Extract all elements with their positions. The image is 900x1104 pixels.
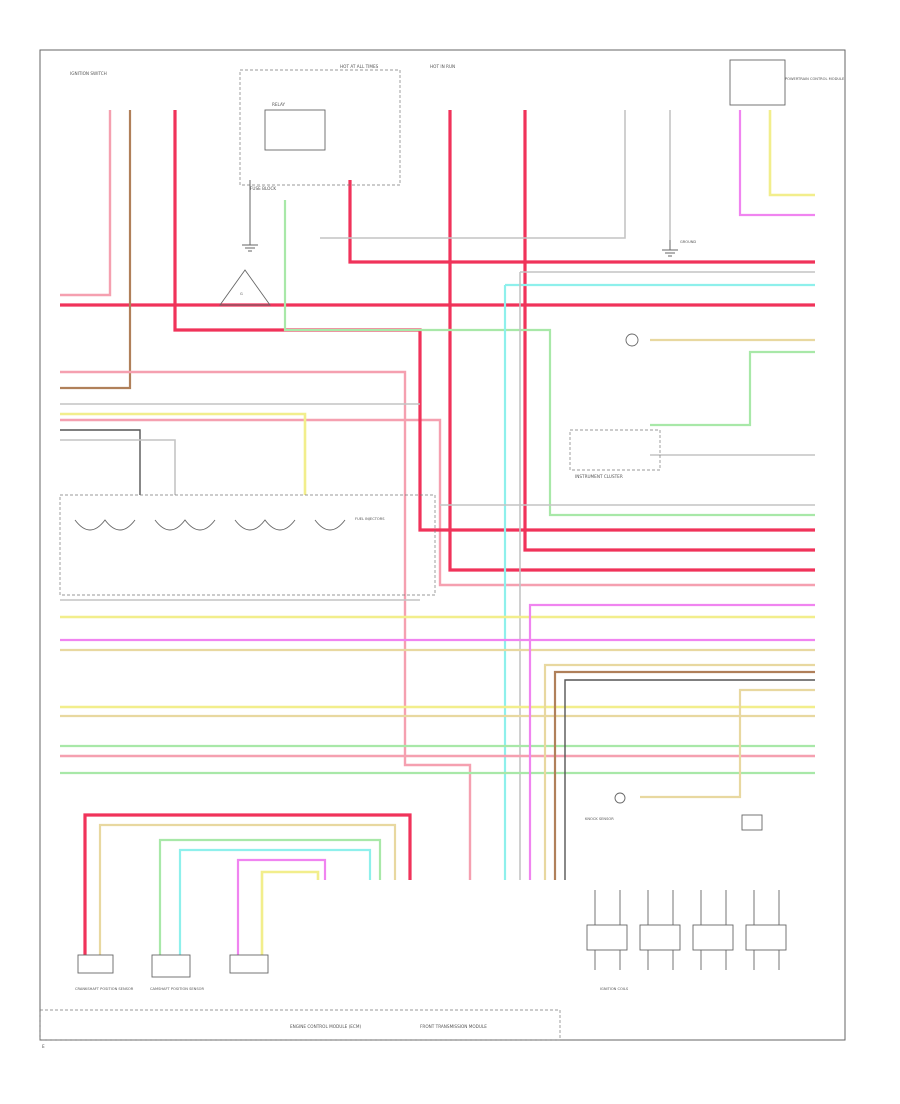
wire-red-l <box>173 110 815 532</box>
lower-right-sensor <box>741 814 763 831</box>
wire-violet-3 <box>738 110 815 217</box>
sensor-3 <box>229 954 269 974</box>
wire-violet-2 <box>528 603 815 880</box>
wire-yellow-5 <box>260 870 320 955</box>
ground-symbol-2 <box>242 244 258 252</box>
label-knock-sensor: KNOCK SENSOR <box>585 817 614 821</box>
wire-red-3 <box>523 110 815 552</box>
label-powertrain: POWERTRAIN CONTROL MODULE <box>785 77 845 81</box>
label-crankshaft: CRANKSHAFT POSITION SENSOR <box>75 987 134 991</box>
splice-triangle <box>219 269 271 306</box>
sensor-1 <box>77 954 114 974</box>
wire-brown-2 <box>553 670 815 880</box>
label-ground: GROUND <box>680 240 696 244</box>
wire-tan-3 <box>543 663 815 880</box>
cluster-indicator <box>625 333 639 347</box>
label-g: G <box>240 292 243 296</box>
label-fuel-injectors: FUEL INJECTORS <box>355 517 385 521</box>
ground-symbol <box>662 249 678 257</box>
wire-green-vert <box>283 200 815 517</box>
components <box>39 59 787 1041</box>
wire-dark-2 <box>564 679 815 880</box>
wire-green-4 <box>650 350 815 427</box>
relay-box <box>264 109 326 151</box>
injectors <box>74 519 346 531</box>
fuse-block-top <box>239 69 401 186</box>
footer-center: FRONT TRANSMISSION MODULE <box>420 1024 487 1029</box>
label-hot-all-times: HOT AT ALL TIMES <box>340 64 379 69</box>
wire-pink-2 <box>60 418 815 587</box>
label-instrument-cluster: INSTRUMENT CLUSTER <box>575 474 623 479</box>
wire-gray-1 <box>519 271 815 880</box>
lower-switch <box>614 792 626 804</box>
wire-yellow-4 <box>768 110 815 197</box>
wire-gray-3 <box>60 439 176 495</box>
wire-dark-1 <box>60 429 141 495</box>
label-camshaft: CAMSHAFT POSITION SENSOR <box>150 987 204 991</box>
cluster-box <box>569 429 661 471</box>
wire-red-4 <box>83 813 412 955</box>
wire-tan-6 <box>98 823 397 955</box>
label-hot-in-run: HOT IN RUN <box>430 64 455 69</box>
wire-violet-4 <box>236 858 327 955</box>
footer-left: ENGINE CONTROL MODULE (ECM) <box>290 1024 361 1029</box>
label-relay: RELAY <box>272 102 286 107</box>
label-fuse-block: FUSE BLOCK <box>250 186 276 191</box>
ignition-coils <box>586 890 787 970</box>
top-right-module <box>729 59 786 106</box>
footer-corner: E <box>42 1044 45 1049</box>
injector-bank <box>59 494 436 596</box>
wire-pink-left <box>60 110 112 297</box>
label-ignition-coils: IGNITION COILS <box>600 987 629 991</box>
wire-pink-1 <box>60 370 472 880</box>
wire-green-5 <box>158 838 382 955</box>
wire-red-top <box>348 180 815 264</box>
sensor-2 <box>151 954 191 978</box>
wire-red-2 <box>448 110 815 572</box>
wire-gray-7 <box>320 110 626 239</box>
labels: IGNITION SWITCH HOT AT ALL TIMES HOT IN … <box>42 64 845 1049</box>
ecm-dash <box>39 1009 561 1041</box>
wire-brown-left <box>60 110 132 390</box>
wire-cyan-2 <box>178 848 372 955</box>
wires <box>60 110 815 955</box>
wire-yellow-1 <box>60 412 307 495</box>
wire-tan-4 <box>640 688 815 799</box>
label-ignition-switch: IGNITION SWITCH <box>70 71 107 76</box>
wire-cyan-1 <box>503 283 815 880</box>
